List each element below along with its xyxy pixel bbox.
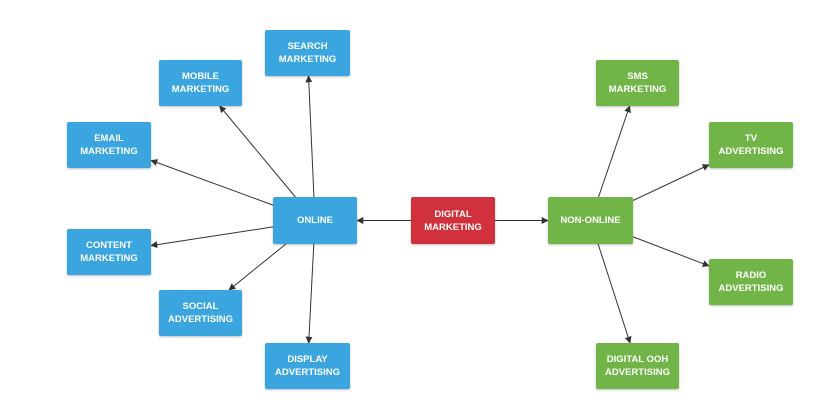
arrow-online-to-search bbox=[305, 75, 315, 198]
connector-arrows bbox=[150, 75, 710, 344]
node-digital-ooh-advertising: DIGITAL OOH ADVERTISING bbox=[596, 343, 679, 389]
node-tv-advertising: TV ADVERTISING bbox=[709, 122, 793, 168]
node-social-advertising: SOCIAL ADVERTISING bbox=[159, 290, 242, 336]
arrow-online-to-display bbox=[305, 243, 315, 344]
arrow-non-online-to-digital-ooh bbox=[597, 243, 632, 344]
arrow-non-online-to-sms bbox=[598, 105, 631, 198]
arrow-online-to-mobile bbox=[219, 105, 296, 198]
arrow-online-to-social bbox=[228, 243, 287, 291]
arrow-online-to-content bbox=[150, 226, 274, 249]
node-content-marketing: CONTENT MARKETING bbox=[67, 229, 151, 275]
node-email-marketing: EMAIL MARKETING bbox=[67, 122, 151, 168]
node-sms-marketing: SMS MARKETING bbox=[596, 60, 679, 106]
arrow-online-to-email bbox=[150, 159, 274, 206]
node-online: ONLINE bbox=[273, 197, 357, 244]
node-radio-advertising: RADIO ADVERTISING bbox=[709, 259, 793, 305]
arrow-non-online-to-tv bbox=[632, 164, 710, 201]
node-mobile-marketing: MOBILE MARKETING bbox=[159, 60, 242, 106]
node-search-marketing: SEARCH MARKETING bbox=[265, 30, 350, 76]
node-display-advertising: DISPLAY ADVERTISING bbox=[265, 343, 350, 389]
node-non-online: NON-ONLINE bbox=[548, 197, 633, 244]
arrow-non-online-to-radio bbox=[632, 236, 710, 267]
node-digital-marketing: DIGITAL MARKETING bbox=[411, 197, 495, 244]
